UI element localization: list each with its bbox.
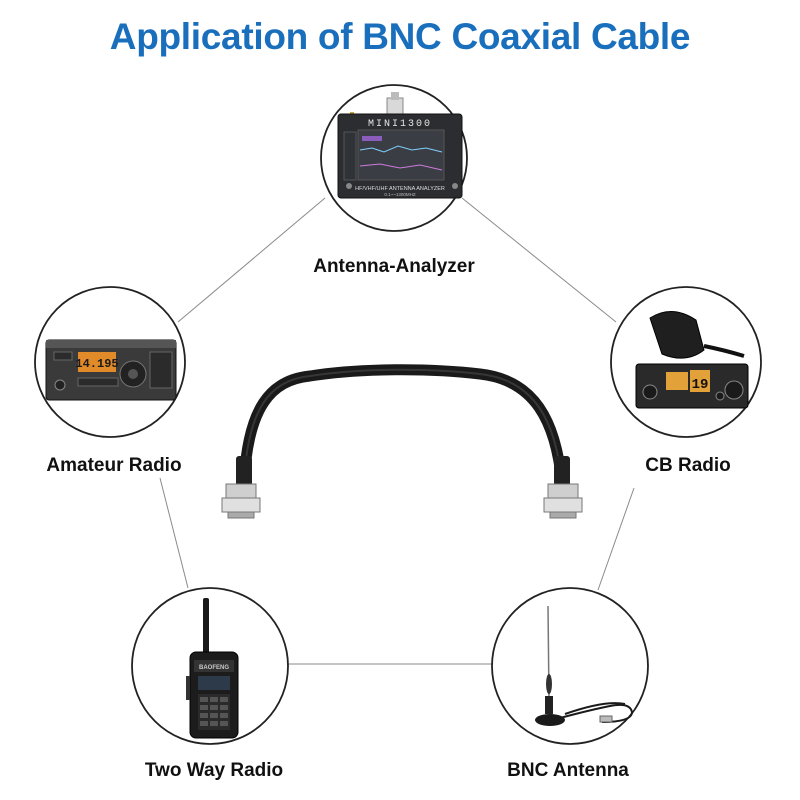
- antenna-analyzer-icon: MINI1300 HF/VHF/UHF ANTENNA ANALYZER 0.1…: [337, 92, 463, 199]
- line-analyzer-to-cb: [461, 197, 617, 323]
- label-cb-radio: CB Radio: [645, 455, 731, 476]
- bnc-antenna-icon: [535, 605, 634, 726]
- analyzer-brand-text: MINI1300: [368, 119, 432, 130]
- amateur-radio-node: 14.195: [34, 286, 186, 438]
- page-title: Application of BNC Coaxial Cable: [109, 16, 691, 57]
- two-way-radio-icon: BAOFENG: [186, 598, 239, 739]
- line-analyzer-to-amateur: [177, 197, 326, 323]
- line-amateur-to-twoway: [159, 477, 189, 589]
- analyzer-range-text: 0.1~~1300MHZ: [384, 192, 416, 197]
- connector-lines: [159, 197, 635, 665]
- label-amateur-radio: Amateur Radio: [46, 455, 182, 476]
- cb-radio-node: 19: [610, 286, 762, 438]
- analyzer-caption-text: HF/VHF/UHF ANTENNA ANALYZER: [355, 186, 445, 192]
- line-cb-to-antenna: [597, 487, 635, 591]
- amateur-radio-display-text: 14.195: [75, 357, 118, 371]
- antenna-analyzer-node: MINI1300 HF/VHF/UHF ANTENNA ANALYZER 0.1…: [320, 84, 468, 232]
- two-way-radio-node: BAOFENG: [131, 587, 289, 745]
- right-bnc-connector: [543, 483, 583, 519]
- two-way-radio-brand-text: BAOFENG: [199, 665, 229, 671]
- label-two-way-radio: Two Way Radio: [144, 760, 284, 781]
- label-bnc-antenna: BNC Antenna: [507, 760, 629, 781]
- label-antenna-analyzer: Antenna-Analyzer: [313, 256, 475, 277]
- cb-radio-icon: 19: [635, 311, 749, 409]
- bnc-antenna-node: [491, 587, 649, 745]
- bnc-cable-image: [221, 364, 583, 519]
- cb-radio-display-text: 19: [692, 377, 709, 393]
- left-bnc-connector: [221, 483, 261, 519]
- amateur-radio-icon: 14.195: [45, 339, 177, 401]
